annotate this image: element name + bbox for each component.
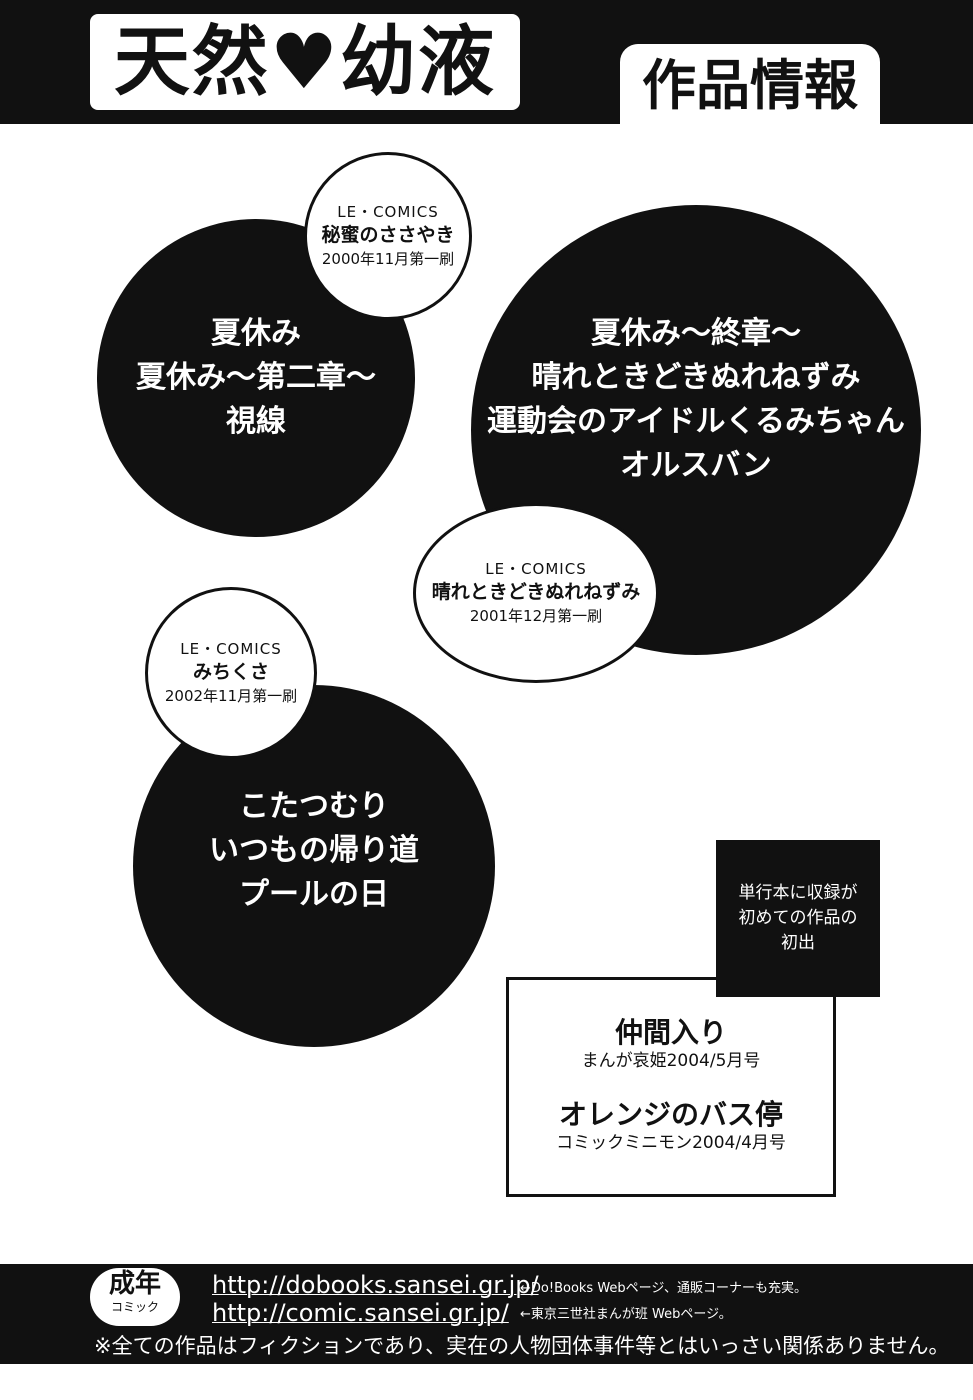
book-name: 晴れときどきぬれねずみ bbox=[431, 581, 641, 603]
note-line: 単行本に収録が bbox=[738, 883, 858, 903]
comic-link-note: ←東京三世社まんが班 Webページ。 bbox=[520, 1307, 732, 1322]
dobooks-link-note: ←Do!Books Webページ、通販コーナーも充実。 bbox=[520, 1281, 808, 1296]
adult-comic-badge: 成年 コミック bbox=[90, 1268, 180, 1326]
work-title: いつもの帰り道 bbox=[209, 833, 419, 868]
work-title: 夏休み〜第二章〜 bbox=[136, 360, 376, 395]
work-title: オルスバン bbox=[620, 448, 772, 483]
work-title: オレンジのバス停 bbox=[558, 1098, 783, 1131]
work-source: まんが哀姫2004/5月号 bbox=[581, 1051, 761, 1071]
print-date: 2000年11月第一刷 bbox=[321, 250, 455, 268]
book2-works-circle: 夏休み〜終章〜 晴れときどきぬれねずみ 運動会のアイドルくるみちゃん オルスバン bbox=[471, 205, 921, 655]
book-title: 天然♥幼液 bbox=[90, 14, 520, 110]
work-title: こたつむり bbox=[239, 789, 389, 824]
work-title: 晴れときどきぬれねずみ bbox=[531, 360, 861, 395]
work-title: 夏休み〜終章〜 bbox=[591, 316, 801, 351]
print-date: 2002年11月第一刷 bbox=[164, 687, 298, 705]
book-name: みちくさ bbox=[192, 661, 269, 683]
imprint-label: LE・COMICS bbox=[485, 560, 587, 578]
book-name: 秘蜜のささやき bbox=[321, 224, 455, 246]
page-title: 作品情報 bbox=[620, 44, 880, 124]
first-appearance-box: 仲間入り まんが哀姫2004/5月号 オレンジのバス停 コミックミニモン2004… bbox=[506, 977, 836, 1197]
book1-info-circle: LE・COMICS 秘蜜のささやき 2000年11月第一刷 bbox=[304, 152, 472, 320]
dobooks-link[interactable]: http://dobooks.sansei.gr.jp/ bbox=[212, 1271, 539, 1299]
disclaimer-text: ※全ての作品はフィクションであり、実在の人物団体事件等とはいっさい関係ありません… bbox=[94, 1334, 950, 1358]
imprint-label: LE・COMICS bbox=[337, 203, 439, 221]
book3-info-circle: LE・COMICS みちくさ 2002年11月第一刷 bbox=[145, 587, 317, 759]
note-line: 初めての作品の bbox=[738, 908, 858, 928]
badge-top: 成年 bbox=[108, 1269, 161, 1299]
work-title: 夏休み bbox=[211, 316, 301, 351]
imprint-label: LE・COMICS bbox=[180, 640, 282, 658]
work-title: プールの日 bbox=[239, 877, 389, 912]
first-appearance-note: 単行本に収録が 初めての作品の 初出 bbox=[716, 840, 880, 997]
work-title: 視線 bbox=[226, 404, 286, 439]
comic-link[interactable]: http://comic.sansei.gr.jp/ bbox=[212, 1299, 509, 1327]
work-source: コミックミニモン2004/4月号 bbox=[556, 1133, 786, 1153]
note-line: 初出 bbox=[781, 933, 815, 953]
work-title: 運動会のアイドルくるみちゃん bbox=[487, 404, 905, 439]
badge-bottom: コミック bbox=[110, 1300, 159, 1314]
work-title: 仲間入り bbox=[614, 1016, 727, 1049]
print-date: 2001年12月第一刷 bbox=[469, 607, 603, 625]
book2-info-circle: LE・COMICS 晴れときどきぬれねずみ 2001年12月第一刷 bbox=[413, 503, 659, 683]
